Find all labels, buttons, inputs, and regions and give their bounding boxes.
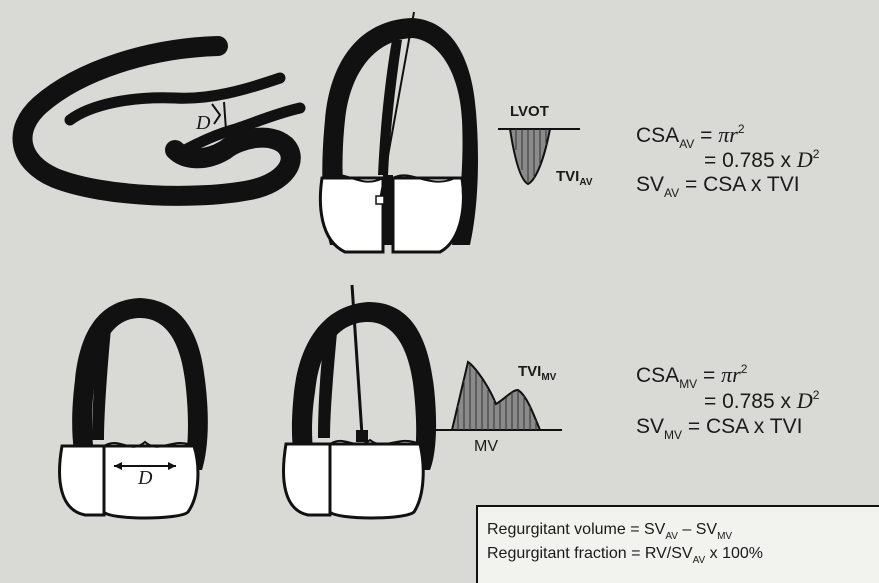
tvi-mv-label: TVIMV bbox=[518, 363, 556, 380]
csa-av-sub: AV bbox=[679, 137, 694, 151]
csa-mv-eq: = bbox=[703, 364, 715, 387]
csa-av-r: r bbox=[729, 122, 738, 147]
plax-diameter-marker bbox=[224, 102, 226, 130]
csa-av-line2-text: = 0.785 x bbox=[704, 149, 797, 172]
rv-text: Regurgitant volume = SV bbox=[487, 521, 665, 538]
rf-end: x 100% bbox=[705, 545, 763, 562]
plax-inner-wall bbox=[70, 78, 280, 120]
tvi-mv-sub: MV bbox=[541, 372, 556, 383]
csa-mv-formula: CSAMV = πr2 bbox=[636, 362, 747, 391]
chambers-lower-top bbox=[320, 178, 463, 252]
rf-text: Regurgitant fraction = RV/SV bbox=[487, 545, 693, 562]
sv-mv-sub: MV bbox=[664, 428, 682, 442]
csa-av-line2-sq: 2 bbox=[813, 147, 820, 161]
csa-mv-line2-d: D bbox=[797, 388, 813, 413]
csa-mv-base: CSA bbox=[636, 364, 679, 387]
tvi-av-sub: AV bbox=[579, 177, 592, 188]
sv-av-base: SV bbox=[636, 173, 664, 196]
csa-mv-line2: = 0.785 x D2 bbox=[704, 388, 819, 417]
sv-mv-base: SV bbox=[636, 415, 664, 438]
csa-av-line2-d: D bbox=[797, 147, 813, 172]
chambers-lower-bl bbox=[60, 446, 198, 518]
rv-sub-mv: MV bbox=[717, 531, 732, 542]
regurgitant-box: Regurgitant volume = SVAV – SVMV Regurgi… bbox=[476, 505, 879, 583]
sv-mv-rest: = CSA x TVI bbox=[682, 415, 802, 438]
tvi-av-label: TVIAV bbox=[556, 168, 593, 185]
csa-mv-pi: π bbox=[721, 362, 732, 387]
csa-av-pi: π bbox=[718, 122, 729, 147]
csa-mv-sq: 2 bbox=[741, 362, 748, 376]
rv-sub-av: AV bbox=[665, 531, 678, 542]
csa-mv-r: r bbox=[732, 362, 741, 387]
septum-top bbox=[378, 40, 402, 175]
plax-valve-leaflet bbox=[212, 104, 220, 124]
apical-view-top bbox=[320, 12, 478, 252]
tvi-mv-base: TVI bbox=[518, 363, 541, 380]
apical-view-bottom-left bbox=[60, 298, 208, 518]
chambers-lower-br bbox=[284, 444, 424, 518]
mv-label: MV bbox=[474, 438, 498, 456]
csa-mv-sub: MV bbox=[679, 377, 697, 391]
sv-av-formula: SVAV = CSA x TVI bbox=[636, 172, 800, 200]
sv-mv-formula: SVMV = CSA x TVI bbox=[636, 414, 802, 442]
csa-mv-line2-sq: 2 bbox=[813, 388, 820, 402]
apical-view-bottom-right bbox=[284, 285, 437, 518]
sv-av-rest: = CSA x TVI bbox=[679, 173, 799, 196]
regurgitant-fraction-line: Regurgitant fraction = RV/SVAV x 100% bbox=[487, 543, 763, 566]
sample-volume-br bbox=[356, 430, 368, 442]
csa-av-base: CSA bbox=[636, 124, 679, 147]
lvot-label: LVOT bbox=[510, 103, 549, 120]
csa-mv-line2-text: = 0.785 x bbox=[704, 390, 797, 413]
diameter-label-bottom: D bbox=[138, 467, 152, 490]
regurgitant-volume-line: Regurgitant volume = SVAV – SVMV bbox=[487, 519, 732, 542]
parasternal-long-axis-view bbox=[22, 46, 300, 196]
sv-av-sub: AV bbox=[664, 186, 679, 200]
tvi-av-base: TVI bbox=[556, 168, 579, 185]
sample-volume-top bbox=[376, 196, 384, 204]
csa-av-eq: = bbox=[700, 124, 712, 147]
csa-av-sq: 2 bbox=[738, 122, 745, 136]
rv-mid: – SV bbox=[678, 521, 717, 538]
diameter-label-top: D bbox=[196, 112, 210, 135]
rf-sub-av: AV bbox=[693, 555, 706, 566]
